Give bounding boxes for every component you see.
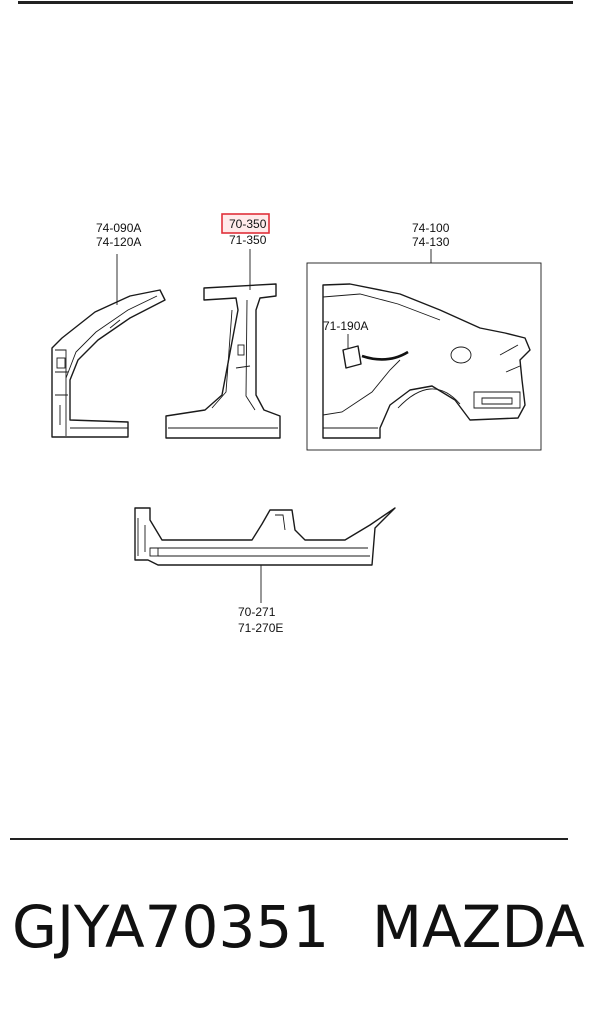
front-pillar-label-2: 74-120A — [96, 235, 141, 249]
rear-fender-label-1: 74-100 — [412, 221, 450, 235]
front-pillar-label-1: 74-090A — [96, 221, 141, 235]
side-sill-part — [134, 507, 396, 566]
parts-diagram: 74-090A 74-120A 70-350 71-350 74-100 74-… — [51, 213, 542, 635]
top-rule — [18, 1, 573, 4]
sill-label-1: 70-271 — [238, 605, 276, 619]
highlight-box — [221, 213, 270, 234]
rear-fender-part — [306, 262, 542, 451]
fuel-lid-label: 71-190A — [323, 319, 368, 333]
sill-label-2: 71-270E — [238, 621, 283, 635]
front-pillar-part — [51, 289, 166, 438]
rear-fender-label-2: 74-130 — [412, 235, 450, 249]
footer-rule — [10, 838, 568, 840]
brand-text: MAZDA — [372, 893, 585, 961]
center-pillar-part — [165, 283, 281, 439]
center-pillar-label-2: 71-350 — [229, 233, 267, 247]
part-number-text: GJYA70351 — [12, 893, 330, 961]
center-pillar-label-1: 70-350 — [229, 217, 267, 231]
